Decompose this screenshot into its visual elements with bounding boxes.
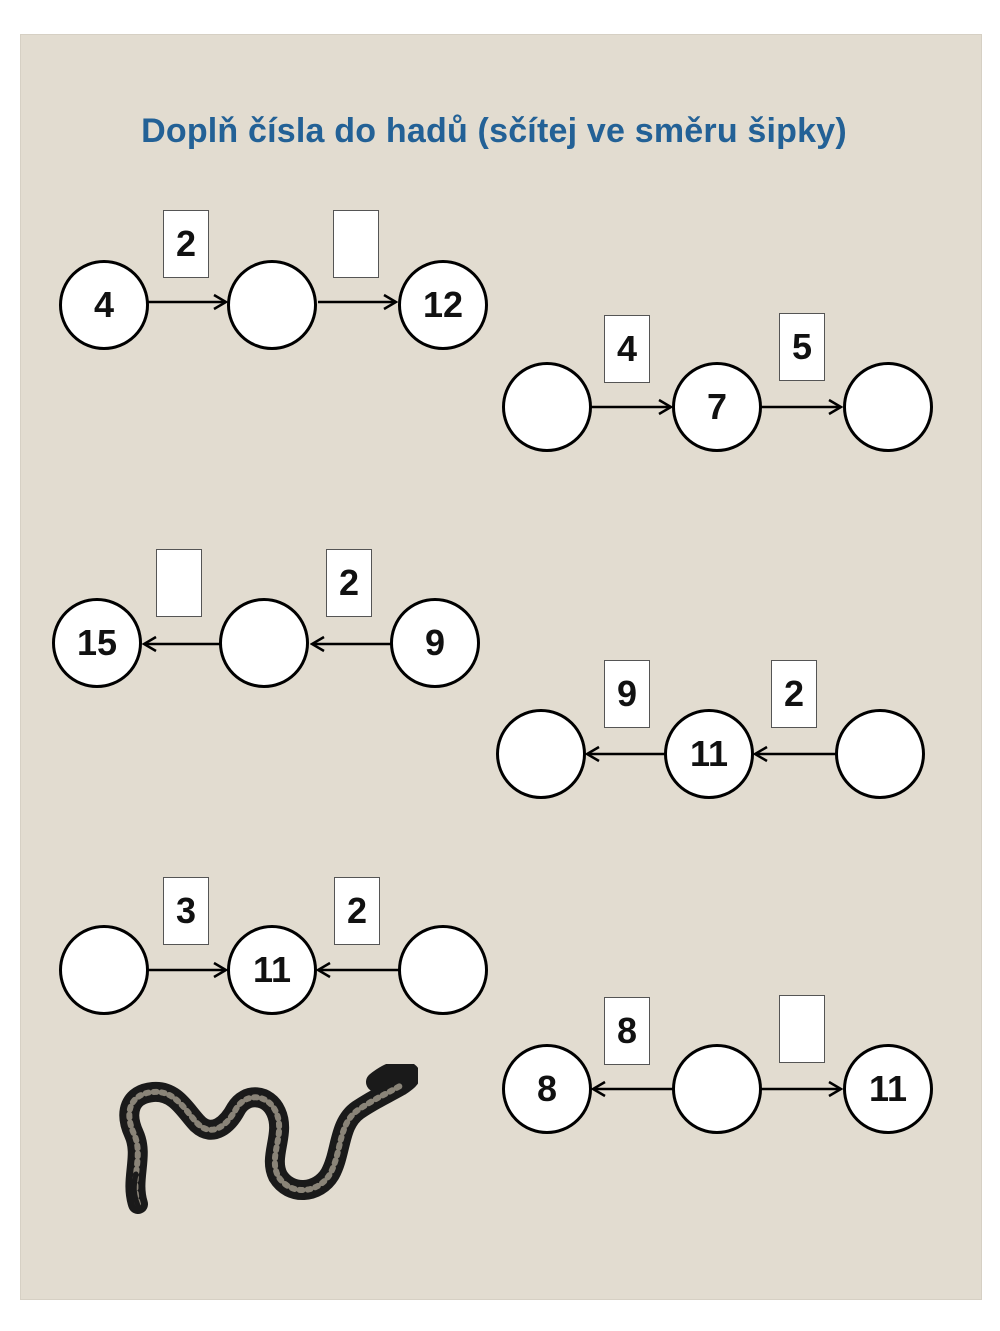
addend-box: 2 xyxy=(163,210,209,278)
number-circle: 9 xyxy=(390,598,480,688)
arrow-left-icon xyxy=(591,1080,673,1098)
answer-circle[interactable] xyxy=(219,598,309,688)
number-circle: 7 xyxy=(672,362,762,452)
answer-circle[interactable] xyxy=(502,362,592,452)
answer-circle[interactable] xyxy=(843,362,933,452)
number-circle: 15 xyxy=(52,598,142,688)
arrow-left-icon xyxy=(585,745,667,763)
number-circle: 4 xyxy=(59,260,149,350)
arrow-right-icon xyxy=(148,961,228,979)
answer-circle[interactable] xyxy=(496,709,586,799)
addend-box: 4 xyxy=(604,315,650,383)
answer-box[interactable] xyxy=(156,549,202,617)
number-circle: 11 xyxy=(227,925,317,1015)
addend-box: 8 xyxy=(604,997,650,1065)
answer-circle[interactable] xyxy=(672,1044,762,1134)
number-circle: 11 xyxy=(664,709,754,799)
number-circle: 8 xyxy=(502,1044,592,1134)
arrow-right-icon xyxy=(591,398,673,416)
worksheet-title: Doplň čísla do hadů (sčítej ve směru šip… xyxy=(141,112,847,150)
addend-box: 2 xyxy=(334,877,380,945)
addend-box: 2 xyxy=(326,549,372,617)
arrow-left-icon xyxy=(316,961,400,979)
answer-circle[interactable] xyxy=(59,925,149,1015)
answer-circle[interactable] xyxy=(398,925,488,1015)
snake-illustration-icon xyxy=(119,1064,418,1214)
addend-box: 2 xyxy=(771,660,817,728)
answer-circle[interactable] xyxy=(227,260,317,350)
answer-box[interactable] xyxy=(333,210,379,278)
arrow-left-icon xyxy=(142,635,222,653)
number-circle: 11 xyxy=(843,1044,933,1134)
answer-box[interactable] xyxy=(779,995,825,1063)
arrow-right-icon xyxy=(318,293,398,311)
number-circle: 12 xyxy=(398,260,488,350)
arrow-right-icon xyxy=(761,398,843,416)
arrow-left-icon xyxy=(310,635,392,653)
arrow-left-icon xyxy=(753,745,837,763)
addend-box: 9 xyxy=(604,660,650,728)
addend-box: 5 xyxy=(779,313,825,381)
arrow-right-icon xyxy=(148,293,228,311)
answer-circle[interactable] xyxy=(835,709,925,799)
addend-box: 3 xyxy=(163,877,209,945)
arrow-right-icon xyxy=(761,1080,843,1098)
